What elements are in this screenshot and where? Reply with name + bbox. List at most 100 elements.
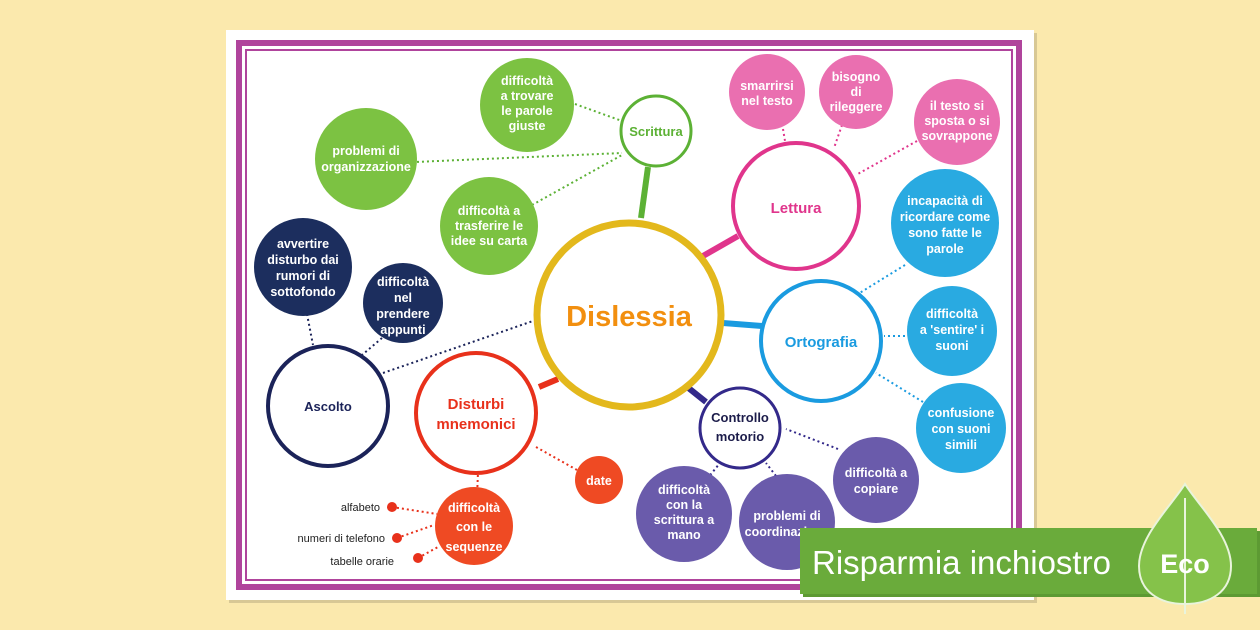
leaf-text: organizzazione [321, 160, 411, 174]
center-label: Dislessia [566, 301, 693, 333]
leaf-text: copiare [854, 482, 899, 496]
leaf-circle [833, 437, 919, 523]
leaf-text: difficoltà a [845, 466, 909, 480]
branch-ascolto: Ascolto [266, 344, 390, 468]
leaf-motorio-1: difficoltà a copiare [833, 437, 919, 523]
leaf-text: scrittura a [654, 513, 715, 527]
eco-banner[interactable]: Risparmia inchiostro Eco [800, 482, 1260, 614]
leaf-text: simili [945, 438, 977, 452]
leaf-mnemonici-2: difficoltà con le sequenze [435, 487, 513, 565]
leaf-text: trasferire le [455, 219, 523, 233]
leaf-text: sovrappone [922, 129, 993, 143]
disturbi-mnemonici-line-1: Disturbi [448, 396, 505, 413]
leaf-mnemonici-1: date [575, 456, 623, 504]
leaf-circle [914, 79, 1000, 165]
ascolto-circle [266, 344, 390, 468]
scrittura-circle [619, 94, 693, 168]
leaf-circle [254, 218, 352, 316]
branch-controllo-motorio: Controllo motorio [698, 386, 782, 470]
leaf-text: confusione [928, 406, 995, 420]
connector-ortografia [722, 320, 763, 329]
dotted-connectors [306, 103, 924, 559]
leaf-text: incapacità di [907, 194, 983, 208]
connector-scrittura [638, 166, 651, 219]
dot-ascolto-2 [361, 337, 383, 356]
leaf-circle [480, 58, 574, 152]
branch-disturbi-mnemonici: Disturbi mnemonici [414, 351, 538, 475]
ortografia-circle [759, 279, 883, 403]
leaf-scrittura-1: difficoltà a trovare le parole giuste [480, 58, 574, 152]
leaf-text: nel [394, 291, 412, 305]
leaf-circle [916, 383, 1006, 473]
leaf-text: avvertire [277, 237, 329, 251]
leaf-text: idee su carta [451, 234, 528, 248]
dot-ortografia-1 [857, 264, 906, 295]
dot-ascolto-center [382, 320, 534, 374]
leaf-ortografia-1: incapacità di ricordare come sono fatte … [891, 169, 999, 277]
leaf-text: smarrirsi [740, 79, 794, 93]
center-node: Dislessia [533, 219, 725, 411]
eco-banner-text: Risparmia inchiostro [812, 544, 1111, 581]
disturbi-mnemonici-circle [414, 351, 538, 475]
leaf-text: problemi di [753, 509, 820, 523]
frame-outer [236, 40, 1022, 590]
leaf-circle [636, 466, 732, 562]
leaf-circle [315, 108, 417, 210]
leaf-text: difficoltà [501, 74, 553, 88]
leaf-text: sottofondo [270, 285, 336, 299]
leaf-ascolto-1: avvertire disturbo dai rumori di sottofo… [254, 218, 352, 316]
controllo-motorio-circle [698, 386, 782, 470]
leaf-ascolto-2: difficoltà nel prendere appunti [363, 263, 443, 343]
dot-sequenze-3 [417, 546, 439, 559]
frame-inner [245, 49, 1013, 581]
eco-badge-label: Eco [1160, 549, 1210, 579]
leaf-circle [435, 487, 513, 565]
dot-scrittura-3 [531, 154, 623, 206]
ortografia-label: Ortografia [785, 334, 858, 351]
leaf-text: sono fatte le [908, 226, 982, 240]
leaf-text: le parole [501, 104, 552, 118]
leaf-circle [819, 55, 893, 129]
connector-lettura [701, 233, 740, 259]
leaf-text: rileggere [830, 100, 883, 114]
leaf-text: bisogno [832, 70, 881, 84]
leaf-text: a 'sentire' i [920, 323, 984, 337]
leaf-ortografia-3: confusione con suoni simili [916, 383, 1006, 473]
leaf-text: nel testo [741, 94, 793, 108]
leaf-lettura-3: il testo si sposta o si sovrappone [914, 79, 1000, 165]
leaf-text: sposta o si [924, 114, 989, 128]
sequence-examples: alfabeto numeri di telefono tabelle orar… [298, 502, 423, 568]
leaf-text: parole [926, 242, 964, 256]
leaf-text: di [850, 85, 861, 99]
leaf-text: problemi di [332, 144, 399, 158]
leaf-text: con la [666, 498, 703, 512]
dot-motorio-3 [706, 462, 721, 480]
dot-motorio-1 [785, 428, 839, 450]
lettura-circle [731, 141, 861, 271]
example-numeri-di-telefono: numeri di telefono [298, 533, 385, 545]
controllo-motorio-line-1: Controllo [711, 410, 769, 425]
dot-scrittura-2 [391, 152, 623, 164]
leaf-text: suoni [935, 339, 968, 353]
leaf-text: difficoltà a [458, 204, 522, 218]
leaf-motorio-3: difficoltà con la scrittura a mano [636, 466, 732, 562]
dot-ascolto-1 [306, 313, 314, 346]
dot-lettura-2 [833, 124, 843, 149]
leaf-text: a trovare [501, 89, 554, 103]
leaf-text: ricordare come [900, 210, 990, 224]
leaf-text: sequenze [446, 540, 503, 554]
bullet-dot [387, 502, 397, 512]
leaf-text: difficoltà [658, 483, 710, 497]
leaf-text: difficoltà [448, 501, 500, 515]
leaf-text: appunti [380, 323, 425, 337]
example-tabelle-orarie: tabelle orarie [330, 556, 394, 568]
dot-lettura-3 [855, 140, 918, 176]
center-circle [533, 219, 725, 411]
branch-scrittura: Scrittura [619, 94, 693, 168]
controllo-motorio-line-2: motorio [716, 429, 764, 444]
leaf-circle [575, 456, 623, 504]
disturbi-mnemonici-line-2: mnemonici [436, 416, 515, 433]
leaf-text: difficoltà [377, 275, 429, 289]
lettura-label: Lettura [771, 200, 822, 217]
